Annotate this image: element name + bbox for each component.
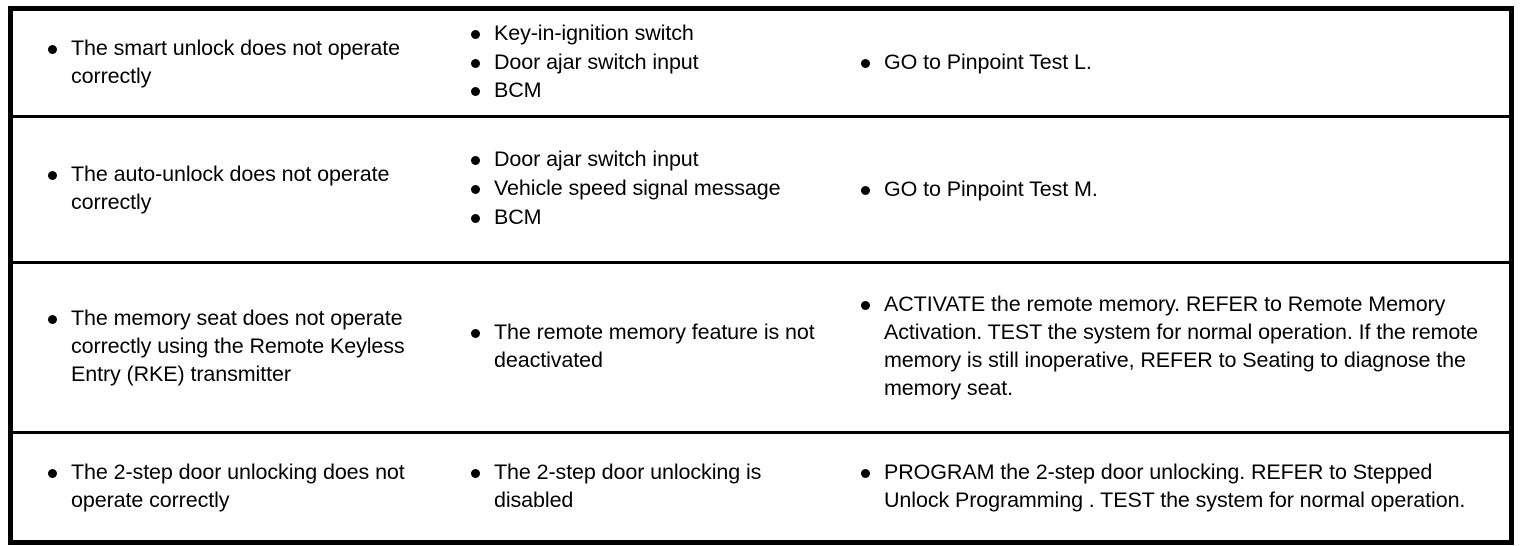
list-item: The auto-unlock does not operate correct…: [39, 161, 430, 217]
cell-action: GO to Pinpoint Test L.: [834, 8, 1512, 118]
list-item: Door ajar switch input: [462, 49, 824, 77]
cell-condition: The auto-unlock does not operate correct…: [10, 116, 440, 264]
action-list: PROGRAM the 2-step door unlocking. REFER…: [852, 459, 1499, 515]
table-row: The smart unlock does not operate correc…: [10, 8, 1512, 118]
cell-condition: The memory seat does not operate correct…: [10, 262, 440, 434]
list-item: PROGRAM the 2-step door unlocking. REFER…: [852, 459, 1499, 515]
action-list: GO to Pinpoint Test M.: [852, 176, 1499, 204]
list-item: ACTIVATE the remote memory. REFER to Rem…: [852, 291, 1499, 403]
list-item: The 2-step door unlocking is disabled: [462, 459, 824, 515]
list-item: Key-in-ignition switch: [462, 20, 824, 48]
possible-sources-block: The 2-step door unlocking is disabled: [440, 455, 834, 520]
possible-sources-list: The remote memory feature is not deactiv…: [462, 319, 824, 375]
condition-block: The auto-unlock does not operate correct…: [13, 157, 440, 222]
possible-sources-list: Key-in-ignition switch Door ajar switch …: [462, 20, 824, 106]
list-item: GO to Pinpoint Test M.: [852, 176, 1499, 204]
symptom-chart-table: The smart unlock does not operate correc…: [8, 6, 1514, 545]
possible-sources-list: The 2-step door unlocking is disabled: [462, 459, 824, 515]
cell-action: PROGRAM the 2-step door unlocking. REFER…: [834, 432, 1512, 543]
list-item: The smart unlock does not operate correc…: [39, 35, 430, 91]
possible-sources-block: The remote memory feature is not deactiv…: [440, 315, 834, 380]
condition-list: The memory seat does not operate correct…: [39, 305, 430, 389]
cell-condition: The 2-step door unlocking does not opera…: [10, 432, 440, 543]
table-row: The 2-step door unlocking does not opera…: [10, 432, 1512, 543]
cell-possible-sources: The remote memory feature is not deactiv…: [440, 262, 834, 434]
list-item: The 2-step door unlocking does not opera…: [39, 459, 430, 515]
table-row: The auto-unlock does not operate correct…: [10, 116, 1512, 264]
cell-possible-sources: Door ajar switch input Vehicle speed sig…: [440, 116, 834, 264]
list-item: BCM: [462, 204, 824, 232]
action-list: GO to Pinpoint Test L.: [852, 49, 1499, 77]
list-item: Vehicle speed signal message: [462, 175, 824, 203]
action-block: GO to Pinpoint Test L.: [834, 45, 1509, 81]
cell-possible-sources: Key-in-ignition switch Door ajar switch …: [440, 8, 834, 118]
action-list: ACTIVATE the remote memory. REFER to Rem…: [852, 291, 1499, 403]
condition-block: The 2-step door unlocking does not opera…: [13, 455, 440, 520]
list-item: The remote memory feature is not deactiv…: [462, 319, 824, 375]
condition-block: The smart unlock does not operate correc…: [13, 31, 440, 96]
list-item: Door ajar switch input: [462, 146, 824, 174]
condition-list: The 2-step door unlocking does not opera…: [39, 459, 430, 515]
list-item: GO to Pinpoint Test L.: [852, 49, 1499, 77]
action-block: GO to Pinpoint Test M.: [834, 172, 1509, 208]
condition-list: The auto-unlock does not operate correct…: [39, 161, 430, 217]
cell-possible-sources: The 2-step door unlocking is disabled: [440, 432, 834, 543]
cell-action: ACTIVATE the remote memory. REFER to Rem…: [834, 262, 1512, 434]
list-item: The memory seat does not operate correct…: [39, 305, 430, 389]
condition-block: The memory seat does not operate correct…: [13, 301, 440, 394]
cell-condition: The smart unlock does not operate correc…: [10, 8, 440, 118]
cell-action: GO to Pinpoint Test M.: [834, 116, 1512, 264]
possible-sources-list: Door ajar switch input Vehicle speed sig…: [462, 146, 824, 232]
list-item: BCM: [462, 77, 824, 105]
action-block: ACTIVATE the remote memory. REFER to Rem…: [834, 287, 1509, 408]
action-block: PROGRAM the 2-step door unlocking. REFER…: [834, 455, 1509, 520]
possible-sources-block: Door ajar switch input Vehicle speed sig…: [440, 142, 834, 237]
table-row: The memory seat does not operate correct…: [10, 262, 1512, 434]
possible-sources-block: Key-in-ignition switch Door ajar switch …: [440, 16, 834, 111]
condition-list: The smart unlock does not operate correc…: [39, 35, 430, 91]
